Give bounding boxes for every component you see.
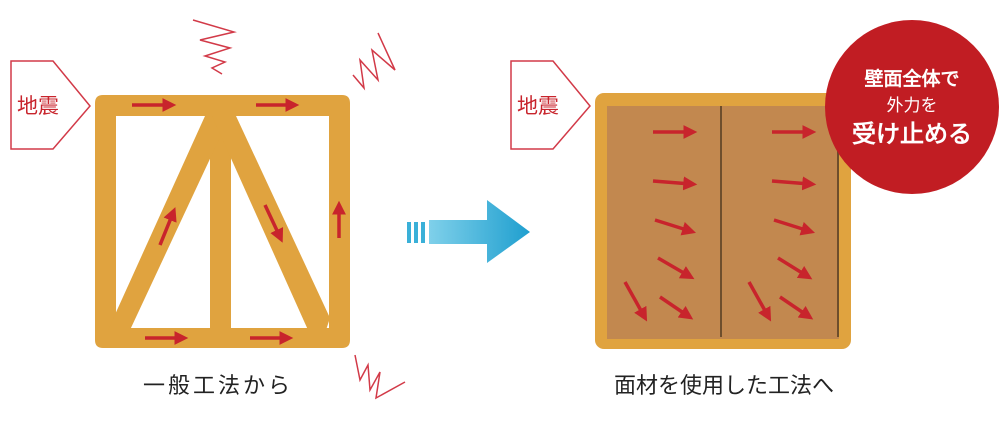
force-label-left: 地震 — [10, 60, 91, 150]
force-arrows-left — [132, 98, 346, 345]
force-label-right: 地震 — [510, 60, 591, 150]
zigzag-icon — [354, 354, 406, 400]
badge-line2: 外力を — [887, 96, 938, 116]
force-label-text: 地震 — [17, 94, 59, 118]
panel-wall — [595, 93, 851, 349]
vibration-zigzags — [192, 19, 406, 400]
center-post — [210, 112, 231, 337]
caption-left: 一般工法から — [143, 374, 293, 399]
badge-line1: 壁面全体で — [864, 67, 959, 90]
braced-frame — [95, 95, 350, 348]
badge-line3: 受け止める — [852, 120, 972, 148]
right-brace — [212, 116, 330, 330]
zigzag-icon — [352, 32, 396, 91]
caption-right: 面材を使用した工法へ — [614, 374, 834, 399]
force-label-text: 地震 — [517, 94, 559, 118]
transition-arrow-icon — [407, 200, 530, 263]
badge: 壁面全体で 外力を 受け止める — [825, 20, 999, 194]
force-arrows-right — [623, 125, 817, 322]
zigzag-icon — [192, 19, 237, 75]
